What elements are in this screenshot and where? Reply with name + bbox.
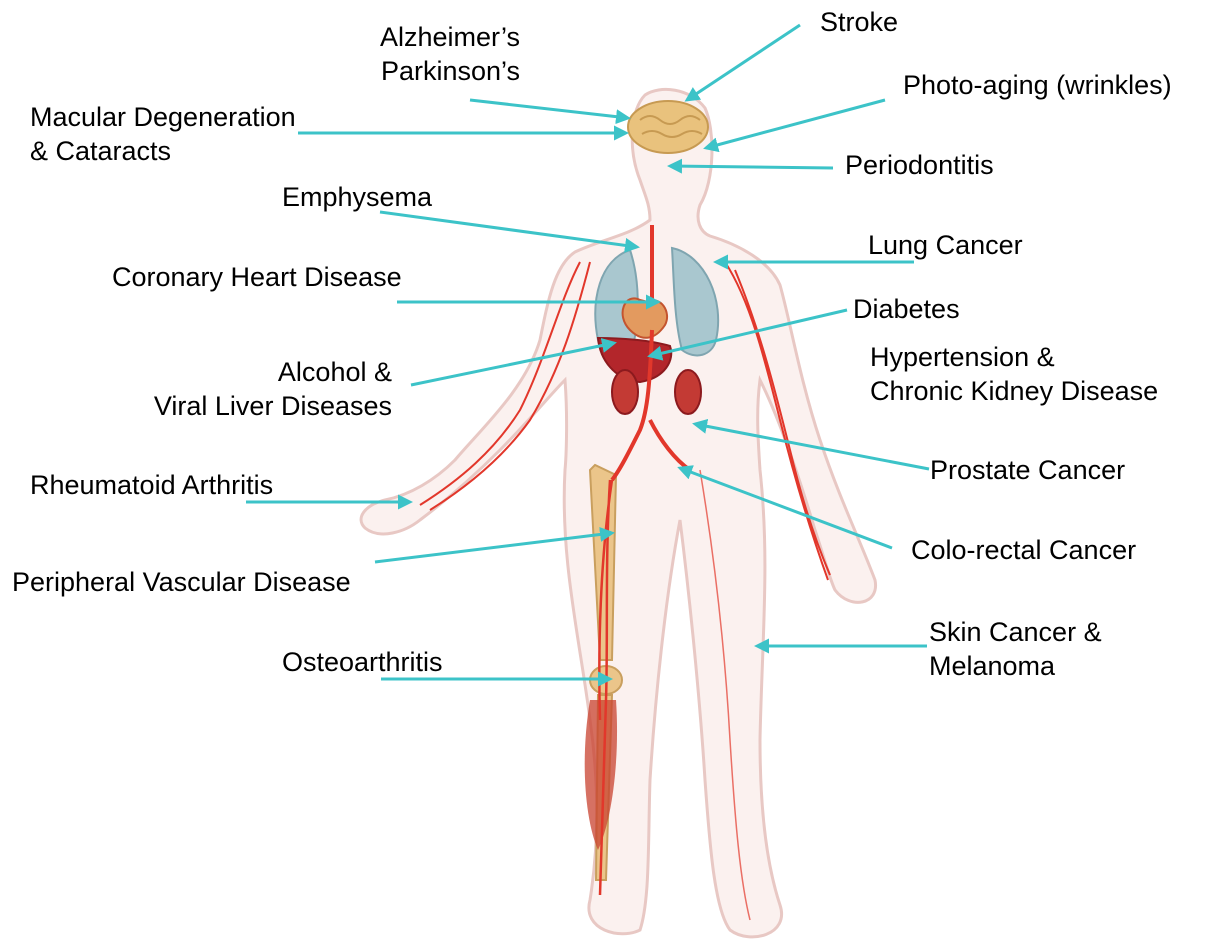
label-alcohol: Alcohol & xyxy=(136,355,392,389)
label-macular-degeneration: Macular Degeneration xyxy=(30,100,296,134)
leader-periodontitis xyxy=(670,166,833,168)
right-kidney xyxy=(675,370,701,414)
label-coronary-heart-disease: Coronary Heart Disease xyxy=(112,260,402,294)
label-skin-cancer: Skin Cancer & xyxy=(929,615,1102,649)
label-macular-degeneration-cataracts: Macular Degeneration & Cataracts xyxy=(30,100,296,168)
label-peripheral-vascular-disease: Peripheral Vascular Disease xyxy=(12,565,351,599)
label-lung-cancer: Lung Cancer xyxy=(868,228,1023,262)
label-alzheimers: Alzheimer’s xyxy=(380,20,520,54)
label-parkinsons: Parkinson’s xyxy=(380,54,520,88)
label-skin-cancer-melanoma: Skin Cancer & Melanoma xyxy=(929,615,1102,683)
label-alzheimers-parkinsons: Alzheimer’s Parkinson’s xyxy=(380,20,520,88)
leader-photoaging xyxy=(706,100,885,148)
label-rheumatoid-arthritis: Rheumatoid Arthritis xyxy=(30,468,273,502)
label-chronic-kidney-disease: Chronic Kidney Disease xyxy=(870,374,1158,408)
label-viral-liver-diseases: Viral Liver Diseases xyxy=(136,389,392,423)
label-emphysema: Emphysema xyxy=(282,180,432,214)
label-prostate-cancer: Prostate Cancer xyxy=(930,453,1125,487)
label-melanoma: Melanoma xyxy=(929,649,1102,683)
label-alcohol-liver-diseases: Alcohol & Viral Liver Diseases xyxy=(136,355,392,423)
brain xyxy=(628,101,708,153)
label-hypertension: Hypertension & xyxy=(870,340,1158,374)
label-diabetes: Diabetes xyxy=(853,292,960,326)
leader-emphysema xyxy=(380,212,637,247)
label-cataracts: & Cataracts xyxy=(30,134,296,168)
left-kidney xyxy=(612,370,638,414)
label-osteoarthritis: Osteoarthritis xyxy=(282,645,443,679)
leader-alzheimers xyxy=(470,100,628,118)
label-colorectal-cancer: Colo-rectal Cancer xyxy=(911,533,1136,567)
label-periodontitis: Periodontitis xyxy=(845,148,994,182)
label-hypertension-ckd: Hypertension & Chronic Kidney Disease xyxy=(870,340,1158,408)
leader-stroke xyxy=(687,25,800,100)
label-photo-aging: Photo-aging (wrinkles) xyxy=(903,68,1172,102)
label-stroke: Stroke xyxy=(820,5,898,39)
